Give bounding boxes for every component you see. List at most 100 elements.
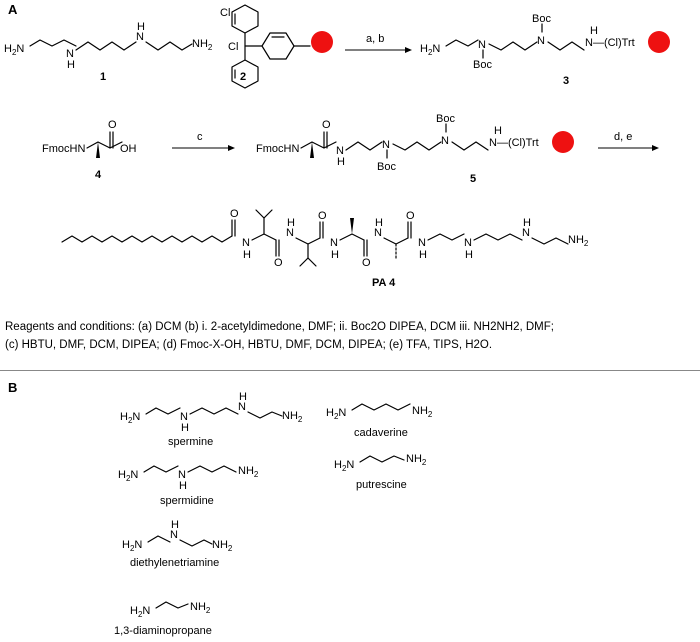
c5-chain-1 xyxy=(345,141,383,151)
c5-boc-bottom: Boc xyxy=(377,161,396,173)
pa4-h3: H xyxy=(331,249,339,261)
panel-b-diethylenetriamine: H2N N H NH2 diethylenetriamine xyxy=(122,519,233,569)
putrescine-nh2: NH2 xyxy=(406,453,427,467)
putrescine-h2n: H2N xyxy=(334,459,354,473)
arrow-2-head xyxy=(228,145,235,151)
c5-o: O xyxy=(322,119,331,131)
deta-n: N xyxy=(170,529,178,541)
c1-chain-mid xyxy=(75,41,137,51)
diethylenetriamine-name: diethylenetriamine xyxy=(130,557,219,569)
c5-fmoc: FmocHN xyxy=(256,143,299,155)
c1-right-amine: NH2 xyxy=(192,38,213,52)
step3-reagents: d, e xyxy=(614,131,632,143)
c3-linker: N—(Cl)Trt xyxy=(585,37,635,49)
arrow-step-3: d, e xyxy=(598,131,659,151)
c3-chain-1 xyxy=(445,39,479,47)
spermine-h2: H xyxy=(239,391,247,403)
c2-cl-ring: Cl xyxy=(220,7,230,19)
spermine-name: spermine xyxy=(168,436,213,448)
c3-left-amine: H2N xyxy=(420,43,440,57)
panel-b-label: B xyxy=(8,380,17,395)
deta-chain-1 xyxy=(147,535,171,543)
c3-chain-2 xyxy=(488,41,538,51)
step2-reagents: c xyxy=(197,131,203,143)
compound-2-number: 2 xyxy=(240,71,246,83)
c2-ring-bottom xyxy=(231,59,259,89)
c4-methyl-wedge xyxy=(96,142,100,158)
panel-a-label: A xyxy=(8,2,18,17)
arrow-step-1: a, b xyxy=(345,33,412,53)
conditions-line-1: Reagents and conditions: (a) DCM (b) i. … xyxy=(5,321,554,333)
arrow-1-head xyxy=(405,47,412,53)
c5-backbone xyxy=(300,141,337,149)
pa4-n7: N xyxy=(522,227,530,239)
c1-nh-top-h: H xyxy=(137,21,145,33)
c4-oh: OH xyxy=(120,143,137,155)
pa4-n2: N xyxy=(286,227,294,239)
c2-cl-center: Cl xyxy=(228,41,238,53)
c5-n2: N xyxy=(441,135,449,147)
pa4-val2 xyxy=(295,237,321,245)
spermidine-h2n: H2N xyxy=(118,469,138,483)
spermidine-chain-1 xyxy=(143,465,179,473)
c3-n2: N xyxy=(537,35,545,47)
panel-b-diaminopropane: H2N NH2 1,3-diaminopropane xyxy=(114,601,212,637)
deta-h2n: H2N xyxy=(122,539,142,553)
pa4-spermine-3 xyxy=(531,237,569,245)
step1-reagents: a, b xyxy=(366,33,384,45)
pa4-o5: O xyxy=(406,210,415,222)
panel-divider xyxy=(0,370,700,371)
c5-n1: N xyxy=(382,139,390,151)
compound-pa4: O N H O N H O N H O N H O N H N H xyxy=(61,208,589,289)
pa4-n4: N xyxy=(374,227,382,239)
cadaverine-name: cadaverine xyxy=(354,427,408,439)
deta-h: H xyxy=(171,519,179,531)
pa4-n3: N xyxy=(330,237,338,249)
spermine-n2: N xyxy=(238,401,246,413)
pa4-h1: H xyxy=(243,249,251,261)
putrescine-name: putrescine xyxy=(356,479,407,491)
pa4-o2: O xyxy=(274,257,283,269)
spermidine-chain-2 xyxy=(187,465,237,473)
cadaverine-nh2: NH2 xyxy=(412,405,433,419)
pa4-n1: N xyxy=(242,237,250,249)
pa4-n6: N xyxy=(464,237,472,249)
c1-left-amine: H2N xyxy=(4,43,24,57)
compound-3-number: 3 xyxy=(563,75,569,87)
c3-resin-bead xyxy=(648,31,670,53)
compound-1-number: 1 xyxy=(100,71,106,83)
c2-resin-bead xyxy=(311,31,333,53)
dap-h2n: H2N xyxy=(130,605,150,619)
compound-3: H2N N Boc N Boc H N—(Cl)Trt 3 xyxy=(420,13,670,87)
spermidine-name: spermidine xyxy=(160,495,214,507)
c4-o: O xyxy=(108,119,117,131)
pa4-h4: H xyxy=(375,217,383,229)
compound-1: H2N N H N H NH2 1 xyxy=(4,21,213,83)
pa4-h7: H xyxy=(523,217,531,229)
cadaverine-h2n: H2N xyxy=(326,407,346,421)
c1-nh-n: N xyxy=(66,48,74,60)
spermidine-h: H xyxy=(179,480,187,492)
c1-nh-h: H xyxy=(67,59,75,71)
pa4-label: PA 4 xyxy=(372,277,396,289)
compound-4-number: 4 xyxy=(95,169,102,181)
c3-chain-3 xyxy=(547,41,585,51)
c5-nh-h: H xyxy=(337,156,345,168)
deta-nh2: NH2 xyxy=(212,539,233,553)
spermine-nh2: NH2 xyxy=(282,410,303,424)
pa4-o4: O xyxy=(362,257,371,269)
diaminopropane-name: 1,3-diaminopropane xyxy=(114,625,212,637)
c3-boc-bottom: Boc xyxy=(473,59,492,71)
c1-chain-right xyxy=(145,41,193,51)
spermine-h2n: H2N xyxy=(120,411,140,425)
c5-h: H xyxy=(494,125,502,137)
arrow-step-2: c xyxy=(172,131,235,151)
pa4-palmitoyl-chain xyxy=(61,235,233,243)
pa4-nh2: NH2 xyxy=(568,234,589,248)
c5-nh: N xyxy=(336,145,344,157)
c5-linker: N—(Cl)Trt xyxy=(489,137,539,149)
dap-chain xyxy=(155,601,189,609)
pa4-h6: H xyxy=(465,249,473,261)
pa4-h2: H xyxy=(287,217,295,229)
